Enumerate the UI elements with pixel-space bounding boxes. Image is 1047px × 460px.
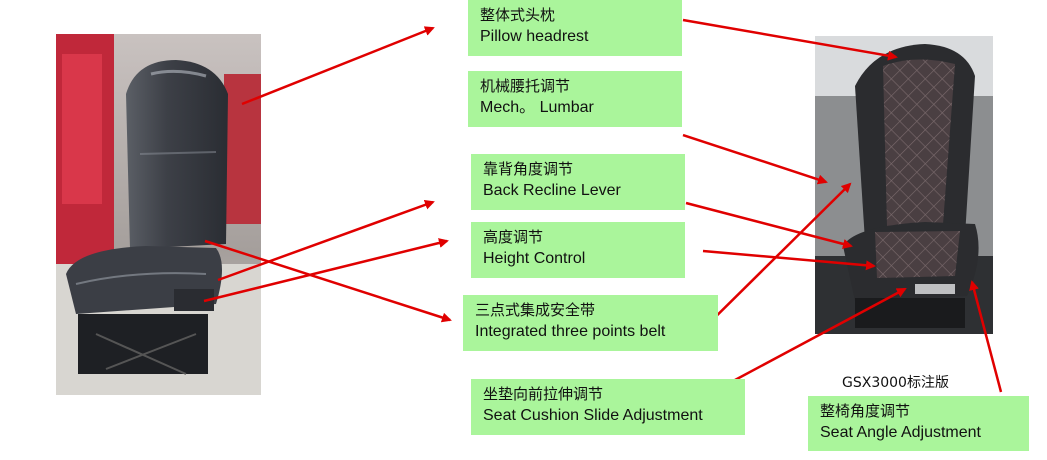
arrow-right-angle [969, 280, 1003, 393]
label-angle: 整椅角度调节 Seat Angle Adjustment [808, 396, 1029, 451]
label-cushion: 坐垫向前拉伸调节 Seat Cushion Slide Adjustment [471, 379, 745, 435]
arrow-left-belt [204, 239, 452, 323]
label-belt-zh: 三点式集成安全带 [475, 301, 596, 319]
label-belt: 三点式集成安全带 Integrated three points belt [463, 295, 718, 351]
label-angle-en: Seat Angle Adjustment [820, 424, 981, 441]
label-height-zh: 高度调节 [483, 228, 544, 246]
arrow-right-headrest [682, 18, 898, 61]
label-recline: 靠背角度调节 Back Recline Lever [471, 154, 685, 210]
arrow-left-headrest [241, 26, 435, 106]
arrow-right-recline [685, 201, 853, 249]
right-seat-photo [815, 36, 993, 334]
label-headrest-zh: 整体式头枕 [480, 6, 556, 24]
label-angle-zh: 整椅角度调节 [820, 402, 911, 420]
arrow-right-height [702, 249, 876, 271]
arrow-left-height [203, 238, 449, 303]
model-caption: GSX3000标注版 [842, 375, 949, 391]
label-lumbar: 机械腰托调节 Mech。 Lumbar [468, 71, 682, 127]
label-cushion-zh: 坐垫向前拉伸调节 [483, 385, 604, 403]
label-recline-en: Back Recline Lever [483, 182, 621, 199]
label-lumbar-zh: 机械腰托调节 [480, 77, 571, 95]
label-height-en: Height Control [483, 250, 586, 267]
arrow-left-recline [217, 200, 435, 282]
arrow-right-cushion [734, 287, 907, 382]
label-recline-zh: 靠背角度调节 [483, 160, 574, 178]
arrow-right-lumbar [682, 133, 828, 185]
label-belt-en: Integrated three points belt [475, 323, 666, 340]
label-headrest: 整体式头枕 Pillow headrest [468, 0, 682, 56]
label-cushion-en: Seat Cushion Slide Adjustment [483, 407, 703, 424]
label-height: 高度调节 Height Control [471, 222, 685, 278]
label-headrest-en: Pillow headrest [480, 28, 589, 45]
label-lumbar-en: Mech。 Lumbar [480, 99, 594, 116]
